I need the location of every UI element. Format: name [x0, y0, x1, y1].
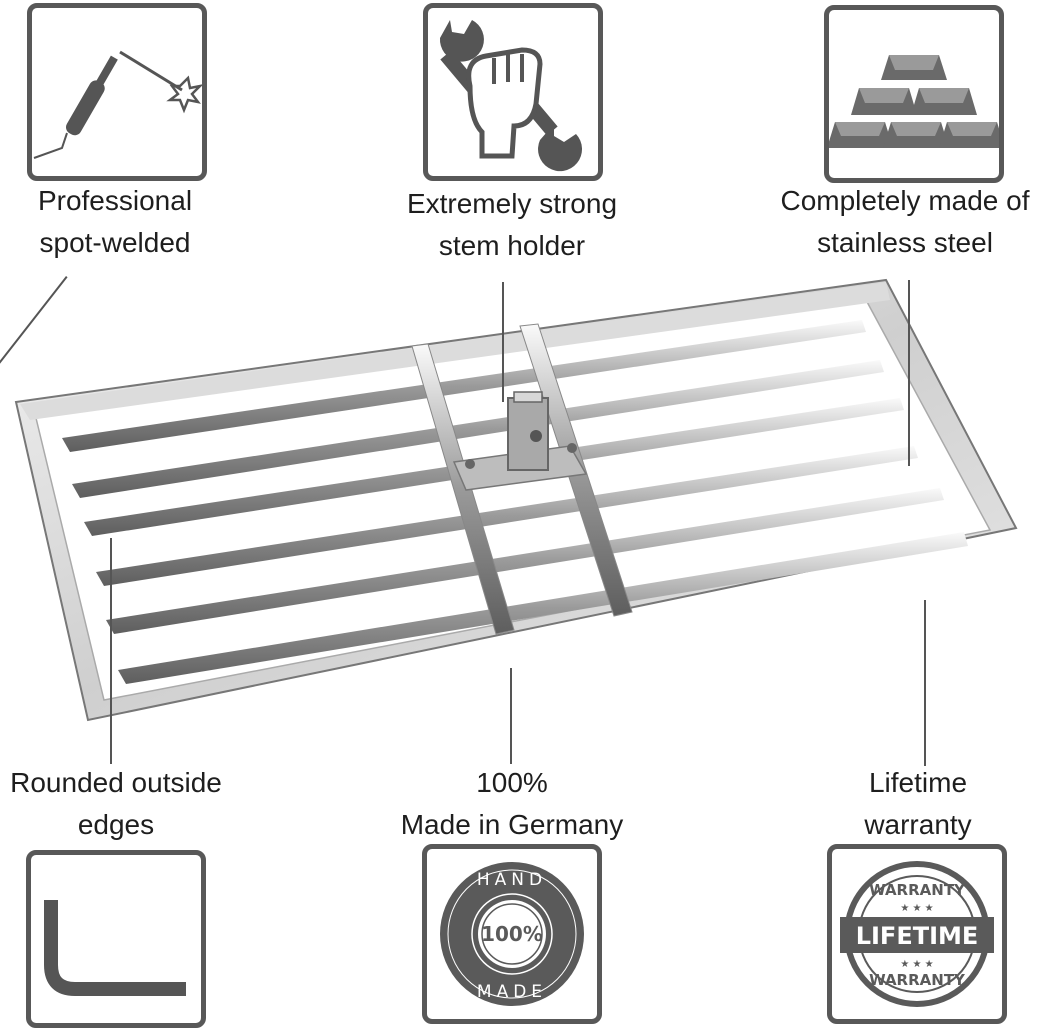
handmade-icon-box: HAND 100% MADE: [422, 844, 602, 1024]
holder-icon-box: [423, 3, 603, 181]
caption-stem-holder-line1: Extremely strong: [406, 188, 618, 219]
caption-spot-welded: Professional spot-welded: [10, 180, 220, 264]
badge-warranty-top-text: WARRANTY: [869, 881, 966, 899]
caption-stainless-steel-line2: stainless steel: [817, 227, 993, 258]
steel-bars-icon: [829, 55, 999, 148]
caption-made-in-germany-line2: Made in Germany: [400, 809, 624, 840]
leader-rounded-edges: [110, 538, 112, 764]
welding-torch-icon: [33, 50, 202, 159]
wrench-fist-icon: [439, 20, 583, 172]
leader-germany: [510, 668, 512, 764]
edges-icon-box: [26, 850, 206, 1028]
caption-rounded-edges-line1: Rounded outside: [10, 767, 222, 798]
steel-icon-box: [824, 5, 1004, 183]
caption-rounded-edges-line2: edges: [77, 809, 155, 840]
badge-stars-top: ★ ★ ★: [900, 903, 933, 914]
rounded-edge-icon: [44, 900, 186, 996]
leader-stainless-steel: [908, 280, 910, 466]
badge-hand-text: HAND: [477, 870, 547, 890]
leader-stem-holder: [502, 282, 504, 402]
leader-warranty: [924, 600, 926, 766]
caption-lifetime-warranty-line1: Lifetime: [868, 767, 968, 798]
warranty-icon-box: WARRANTY ★ ★ ★ LIFETIME ★ ★ ★ WARRANTY: [827, 844, 1007, 1024]
badge-warranty-bottom-text: WARRANTY: [869, 971, 966, 989]
caption-lifetime-warranty-line2: warranty: [864, 809, 972, 840]
handmade-badge-icon: HAND 100% MADE: [440, 862, 584, 1006]
welding-icon-box: [27, 3, 207, 181]
caption-spot-welded-line1: Professional: [37, 185, 193, 216]
badge-stars-bottom: ★ ★ ★: [900, 959, 933, 970]
lifetime-warranty-icon: WARRANTY ★ ★ ★ LIFETIME ★ ★ ★ WARRANTY: [840, 861, 994, 1007]
caption-lifetime-warranty: Lifetime warranty: [820, 762, 1016, 846]
caption-stem-holder: Extremely strong stem holder: [382, 183, 642, 267]
badge-lifetime-text: LIFETIME: [856, 922, 979, 950]
caption-stainless-steel: Completely made of stainless steel: [760, 180, 1046, 264]
caption-rounded-edges: Rounded outside edges: [0, 762, 232, 846]
caption-stem-holder-line2: stem holder: [438, 230, 586, 261]
leveling-frame-image: [14, 278, 1018, 722]
caption-made-in-germany: 100% Made in Germany: [382, 762, 642, 846]
badge-made-text: MADE: [477, 982, 547, 1002]
badge-percent-text: 100%: [481, 922, 543, 946]
caption-made-in-germany-line1: 100%: [476, 767, 548, 798]
caption-stainless-steel-line1: Completely made of: [780, 185, 1030, 216]
caption-spot-welded-line2: spot-welded: [39, 227, 191, 258]
